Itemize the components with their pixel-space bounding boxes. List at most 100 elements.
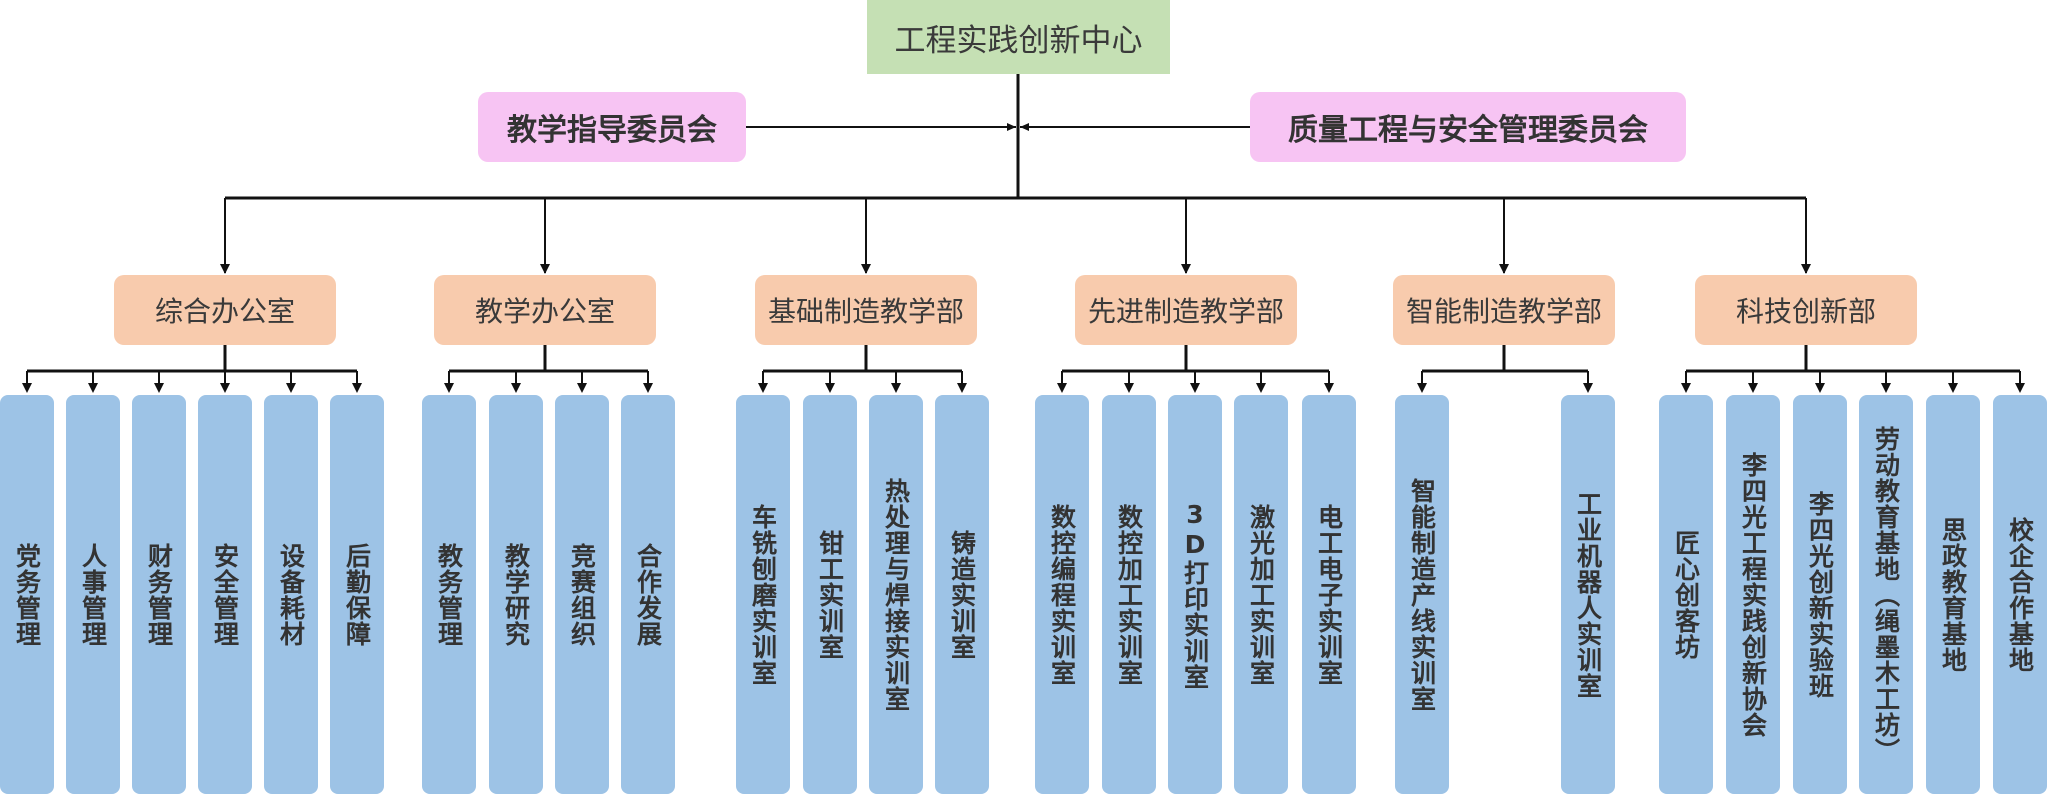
unit-node[interactable]: 激光加工实训室 [1234, 395, 1288, 794]
arrow-down-icon [1801, 264, 1811, 274]
unit-label: 劳动教育基地（绳墨木工坊） [1871, 425, 1901, 764]
department-node[interactable]: 基础制造教学部 [755, 275, 977, 345]
unit-node[interactable]: 设备耗材 [264, 395, 318, 794]
department-node[interactable]: 综合办公室 [114, 275, 336, 345]
unit-label: 李四光创新实验班 [1805, 490, 1835, 699]
arrow-down-icon [1583, 383, 1593, 393]
arrow-down-icon [511, 383, 521, 393]
root-label: 工程实践创新中心 [894, 22, 1143, 59]
unit-node[interactable]: 人事管理 [66, 395, 120, 794]
unit-label: 车铣刨磨实训室 [748, 503, 778, 686]
unit-label: 教务管理 [434, 542, 464, 647]
department-label: 科技创新部 [1735, 295, 1876, 328]
unit-label: 数控编程实训室 [1047, 503, 1077, 686]
department-node[interactable]: 智能制造教学部 [1393, 275, 1615, 345]
unit-node[interactable]: 校企合作基地 [1993, 395, 2047, 794]
arrow-down-icon [220, 383, 230, 393]
arrow-down-icon [1948, 383, 1958, 393]
unit-node[interactable]: 钳工实训室 [803, 395, 857, 794]
committee-label: 质量工程与安全管理委员会 [1288, 113, 1648, 148]
unit-label: 思政教育基地 [1938, 516, 1968, 673]
unit-node[interactable]: 李四光工程实践创新协会 [1726, 395, 1780, 794]
unit-label: 校企合作基地 [2005, 516, 2035, 673]
unit-label: 智能制造产线实训室 [1407, 477, 1437, 712]
unit-label: 设备耗材 [276, 542, 306, 647]
arrow-down-icon [1499, 264, 1509, 274]
unit-label: 安全管理 [210, 542, 240, 647]
arrow-down-icon [1815, 383, 1825, 393]
unit-label: 数控加工实训室 [1114, 503, 1144, 686]
department-label: 先进制造教学部 [1087, 295, 1284, 328]
root-node[interactable]: 工程实践创新中心 [867, 0, 1170, 74]
arrow-left-icon [1020, 123, 1029, 131]
department-label: 智能制造教学部 [1405, 295, 1602, 328]
arrow-down-icon [1881, 383, 1891, 393]
arrow-down-icon [1417, 383, 1427, 393]
arrow-down-icon [352, 383, 362, 393]
unit-label: 钳工实训室 [815, 529, 845, 660]
unit-node[interactable]: 思政教育基地 [1926, 395, 1980, 794]
unit-node[interactable]: 教学研究 [489, 395, 543, 794]
unit-node[interactable]: 教务管理 [422, 395, 476, 794]
unit-node[interactable]: 3D打印实训室 [1168, 395, 1222, 794]
arrow-down-icon [88, 383, 98, 393]
department-node[interactable]: 先进制造教学部 [1075, 275, 1297, 345]
unit-label: 李四光工程实践创新协会 [1738, 451, 1768, 738]
unit-node[interactable]: 劳动教育基地（绳墨木工坊） [1859, 395, 1913, 794]
unit-label: 竞赛组织 [567, 542, 597, 647]
arrow-down-icon [758, 383, 768, 393]
unit-node[interactable]: 竞赛组织 [555, 395, 609, 794]
arrow-down-icon [444, 383, 454, 393]
arrow-down-icon [1181, 264, 1191, 274]
unit-node[interactable]: 安全管理 [198, 395, 252, 794]
arrow-down-icon [1324, 383, 1334, 393]
arrow-down-icon [1124, 383, 1134, 393]
arrow-down-icon [577, 383, 587, 393]
unit-node[interactable]: 李四光创新实验班 [1793, 395, 1847, 794]
department-label: 教学办公室 [474, 295, 615, 328]
unit-node[interactable]: 数控编程实训室 [1035, 395, 1089, 794]
unit-node[interactable]: 车铣刨磨实训室 [736, 395, 790, 794]
arrow-down-icon [825, 383, 835, 393]
arrow-down-icon [286, 383, 296, 393]
unit-node[interactable]: 工业机器人实训室 [1561, 395, 1615, 794]
committee-teaching-guidance[interactable]: 教学指导委员会 [478, 92, 746, 162]
arrow-down-icon [1057, 383, 1067, 393]
arrow-right-icon [1007, 123, 1016, 131]
arrow-down-icon [891, 383, 901, 393]
unit-label: 教学研究 [501, 542, 531, 647]
unit-label: 党务管理 [12, 542, 42, 647]
unit-label: 热处理与焊接实训室 [881, 477, 911, 712]
arrow-down-icon [1748, 383, 1758, 393]
unit-node[interactable]: 电工电子实训室 [1302, 395, 1356, 794]
unit-label: 工业机器人实训室 [1573, 490, 1603, 699]
arrow-down-icon [220, 264, 230, 274]
committee-quality-safety[interactable]: 质量工程与安全管理委员会 [1250, 92, 1686, 162]
unit-node[interactable]: 铸造实训室 [935, 395, 989, 794]
unit-label: 电工电子实训室 [1314, 503, 1344, 686]
unit-node[interactable]: 后勤保障 [330, 395, 384, 794]
arrow-down-icon [540, 264, 550, 274]
unit-node[interactable]: 智能制造产线实训室 [1395, 395, 1449, 794]
unit-label: 3D打印实训室 [1180, 499, 1210, 690]
unit-node[interactable]: 党务管理 [0, 395, 54, 794]
unit-label: 激光加工实训室 [1246, 503, 1276, 686]
department-node[interactable]: 教学办公室 [434, 275, 656, 345]
unit-label: 人事管理 [78, 542, 108, 647]
arrow-down-icon [957, 383, 967, 393]
arrow-down-icon [2015, 383, 2025, 393]
arrow-down-icon [643, 383, 653, 393]
department-node[interactable]: 科技创新部 [1695, 275, 1917, 345]
department-label: 基础制造教学部 [767, 295, 964, 328]
unit-node[interactable]: 热处理与焊接实训室 [869, 395, 923, 794]
department-label: 综合办公室 [154, 295, 295, 328]
arrow-down-icon [861, 264, 871, 274]
unit-node[interactable]: 财务管理 [132, 395, 186, 794]
unit-node[interactable]: 合作发展 [621, 395, 675, 794]
unit-label: 后勤保障 [342, 542, 372, 647]
unit-node[interactable]: 数控加工实训室 [1102, 395, 1156, 794]
unit-node[interactable]: 匠心创客坊 [1659, 395, 1713, 794]
arrow-down-icon [22, 383, 32, 393]
arrow-down-icon [1681, 383, 1691, 393]
